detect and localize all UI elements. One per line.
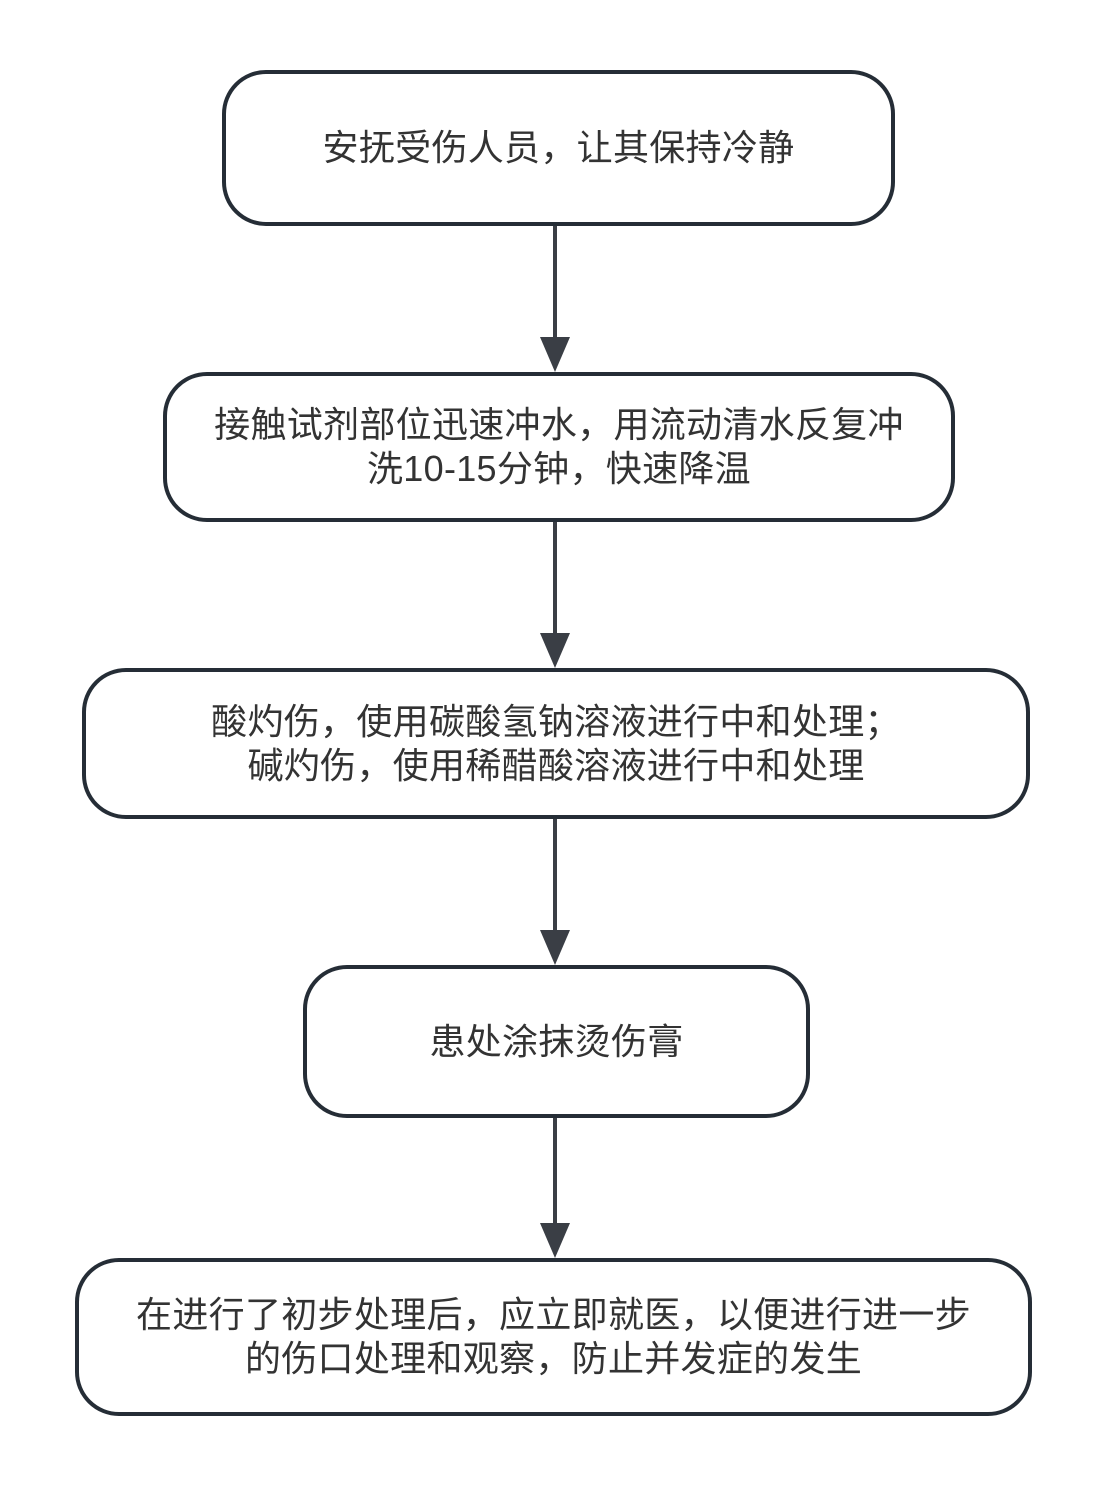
edge-3-arrowhead-icon bbox=[540, 930, 570, 965]
flowchart-node-5[interactable]: 在进行了初步处理后，应立即就医，以便进行进一步 的伤口处理和观察，防止并发症的发… bbox=[75, 1258, 1032, 1416]
edge-3-line bbox=[553, 819, 557, 932]
flowchart-edge-4 bbox=[538, 1118, 572, 1258]
edge-1-arrowhead-icon bbox=[540, 337, 570, 372]
flowchart-edge-3 bbox=[538, 819, 572, 965]
flowchart-node-4[interactable]: 患处涂抹烫伤膏 bbox=[303, 965, 810, 1118]
edge-4-line bbox=[553, 1118, 557, 1225]
flowchart-node-3[interactable]: 酸灼伤，使用碳酸氢钠溶液进行中和处理； 碱灼伤，使用稀醋酸溶液进行中和处理 bbox=[82, 668, 1030, 819]
flowchart-node-3-label: 酸灼伤，使用碳酸氢钠溶液进行中和处理； 碱灼伤，使用稀醋酸溶液进行中和处理 bbox=[211, 700, 901, 786]
edge-2-line bbox=[553, 522, 557, 635]
flowchart-node-1-label: 安抚受伤人员，让其保持冷静 bbox=[322, 127, 795, 169]
flowchart-node-4-label: 患处涂抹烫伤膏 bbox=[429, 1020, 684, 1062]
flowchart-node-2-label: 接触试剂部位迅速冲水，用流动清水反复冲 洗10-15分钟，快速降温 bbox=[214, 404, 904, 489]
edge-2-arrowhead-icon bbox=[540, 633, 570, 668]
edge-1-line bbox=[553, 226, 557, 339]
flowchart-edge-2 bbox=[538, 522, 572, 668]
flowchart-node-5-label: 在进行了初步处理后，应立即就医，以便进行进一步 的伤口处理和观察，防止并发症的发… bbox=[136, 1294, 971, 1379]
flowchart-node-2[interactable]: 接触试剂部位迅速冲水，用流动清水反复冲 洗10-15分钟，快速降温 bbox=[163, 372, 955, 522]
edge-4-arrowhead-icon bbox=[540, 1223, 570, 1258]
flowchart-edge-1 bbox=[538, 226, 572, 372]
flowchart-node-1[interactable]: 安抚受伤人员，让其保持冷静 bbox=[222, 70, 895, 226]
